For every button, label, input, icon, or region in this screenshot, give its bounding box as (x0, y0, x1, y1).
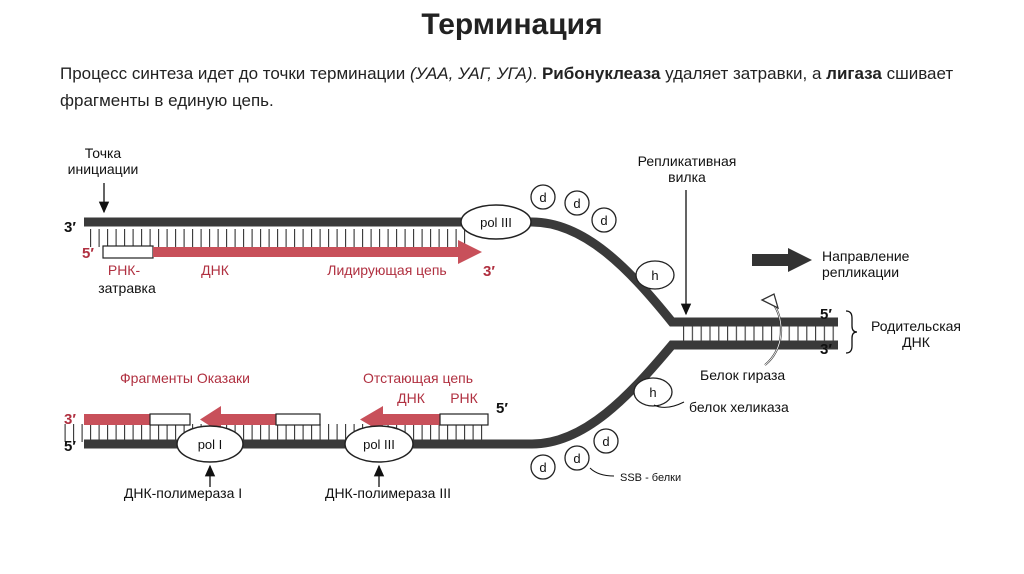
ssb-protein-bottom-1: d (593, 428, 619, 454)
parent-dna-label-1: Родительская (871, 318, 961, 334)
ligase-term: лигаза (826, 64, 882, 83)
dna-pol1-label: ДНК-полимераза I (124, 485, 242, 501)
slide-title: Терминация (421, 8, 603, 41)
lagging-rna-label: РНК (450, 390, 478, 406)
svg-text:d: d (539, 190, 546, 205)
svg-text:d: d (602, 434, 609, 449)
okazaki-fragment-2-dna (218, 414, 276, 425)
svg-text:d: d (573, 451, 580, 466)
top-template-strand (84, 217, 838, 327)
direction-label-1: Направление (822, 248, 910, 264)
leading-dna-label: ДНК (201, 262, 230, 278)
replication-direction-arrowhead (788, 248, 812, 272)
okazaki-fragment-2-rna (275, 413, 321, 426)
parent-3prime: 3′ (820, 341, 832, 358)
helicase-top: h (635, 260, 675, 290)
pol1-label: pol I (198, 437, 223, 452)
leading-5prime: 5′ (82, 245, 94, 262)
desc-part-4: сшивает фрагменты в единую цепь. (60, 64, 954, 110)
gyrase-label: Белок гираза (700, 367, 785, 383)
pol3-leading-enzyme (460, 204, 532, 240)
initiation-label-1: Точка (85, 145, 122, 161)
rna-primer-leading (102, 245, 154, 259)
bottom-template-strand (84, 340, 838, 449)
ssb-protein-top-3: d (591, 207, 617, 233)
pol3-lagging-label: pol III (363, 437, 395, 452)
bottom-strand-5prime: 5′ (64, 438, 76, 455)
leading-dna-strand (153, 247, 463, 257)
ribonuclease-term: Рибонуклеаза (541, 64, 661, 83)
slide-description: Процесс синтеза идет до точки терминации… (60, 60, 980, 114)
helicase-bottom: h (633, 377, 673, 407)
lagging-5prime: 5′ (496, 400, 508, 417)
helicase-label: белок хеликаза (689, 399, 789, 415)
direction-label-2: репликации (822, 264, 899, 280)
fork-label-1: Репликативная (638, 153, 737, 169)
stop-codons: (УАА, УАГ, УГА) (409, 64, 533, 83)
lagging-base-pairs (60, 424, 488, 442)
ssb-protein-bottom-3: d (530, 454, 556, 480)
svg-text:h: h (651, 268, 658, 283)
ssb-leader-line (589, 467, 615, 477)
parent-dna-label-2: ДНК (902, 334, 931, 350)
replication-direction-arrow (752, 254, 790, 266)
rna-primer-label-1: РНК- (108, 262, 141, 278)
parent-dna-bracket (845, 310, 858, 354)
okazaki-fragment-3-dna (380, 414, 440, 425)
svg-text:h: h (649, 385, 656, 400)
svg-text:d: d (600, 213, 607, 228)
okazaki-fragment-1-dna (84, 414, 150, 425)
top-strand-3prime: 3′ (64, 219, 76, 236)
dna-pol3-label: ДНК-полимераза III (325, 485, 451, 501)
ssb-label: SSB - белки (620, 472, 681, 484)
initiation-label-2: инициации (68, 161, 139, 177)
svg-text:d: d (573, 196, 580, 211)
gyrase-arrowhead (760, 293, 780, 310)
lagging-3prime: 3′ (64, 411, 76, 428)
lagging-dna-label: ДНК (397, 390, 426, 406)
fork-label-2: вилка (668, 169, 706, 185)
leading-strand-arrowhead (458, 240, 482, 264)
leading-base-pairs (90, 229, 468, 247)
svg-text:d: d (539, 460, 546, 475)
desc-part-3: удаляет затравки, а (660, 64, 827, 83)
desc-part-2: . (532, 64, 542, 83)
desc-part-1: Процесс синтеза идет до точки терминации (60, 64, 410, 83)
parent-base-pairs (683, 322, 838, 342)
leading-3prime: 3′ (483, 263, 495, 280)
pol1-enzyme (176, 425, 244, 463)
helicase-leader-line (653, 401, 685, 408)
ssb-protein-bottom-2: d (564, 445, 590, 471)
ssb-protein-top-1: d (530, 184, 556, 210)
parent-5prime: 5′ (820, 306, 832, 323)
pol3-lagging-enzyme (344, 425, 414, 463)
lagging-strand-label: Отстающая цепь (363, 370, 473, 386)
leading-strand-label: Лидирующая цепь (327, 262, 446, 278)
ssb-protein-top-2: d (564, 190, 590, 216)
okazaki-fragment-1-rna (149, 413, 191, 426)
pol3-leading-label: pol III (480, 215, 512, 230)
rna-primer-label-2: затравка (98, 280, 156, 296)
okazaki-fragment-3-rna (439, 413, 489, 426)
okazaki-label: Фрагменты Оказаки (120, 370, 250, 386)
